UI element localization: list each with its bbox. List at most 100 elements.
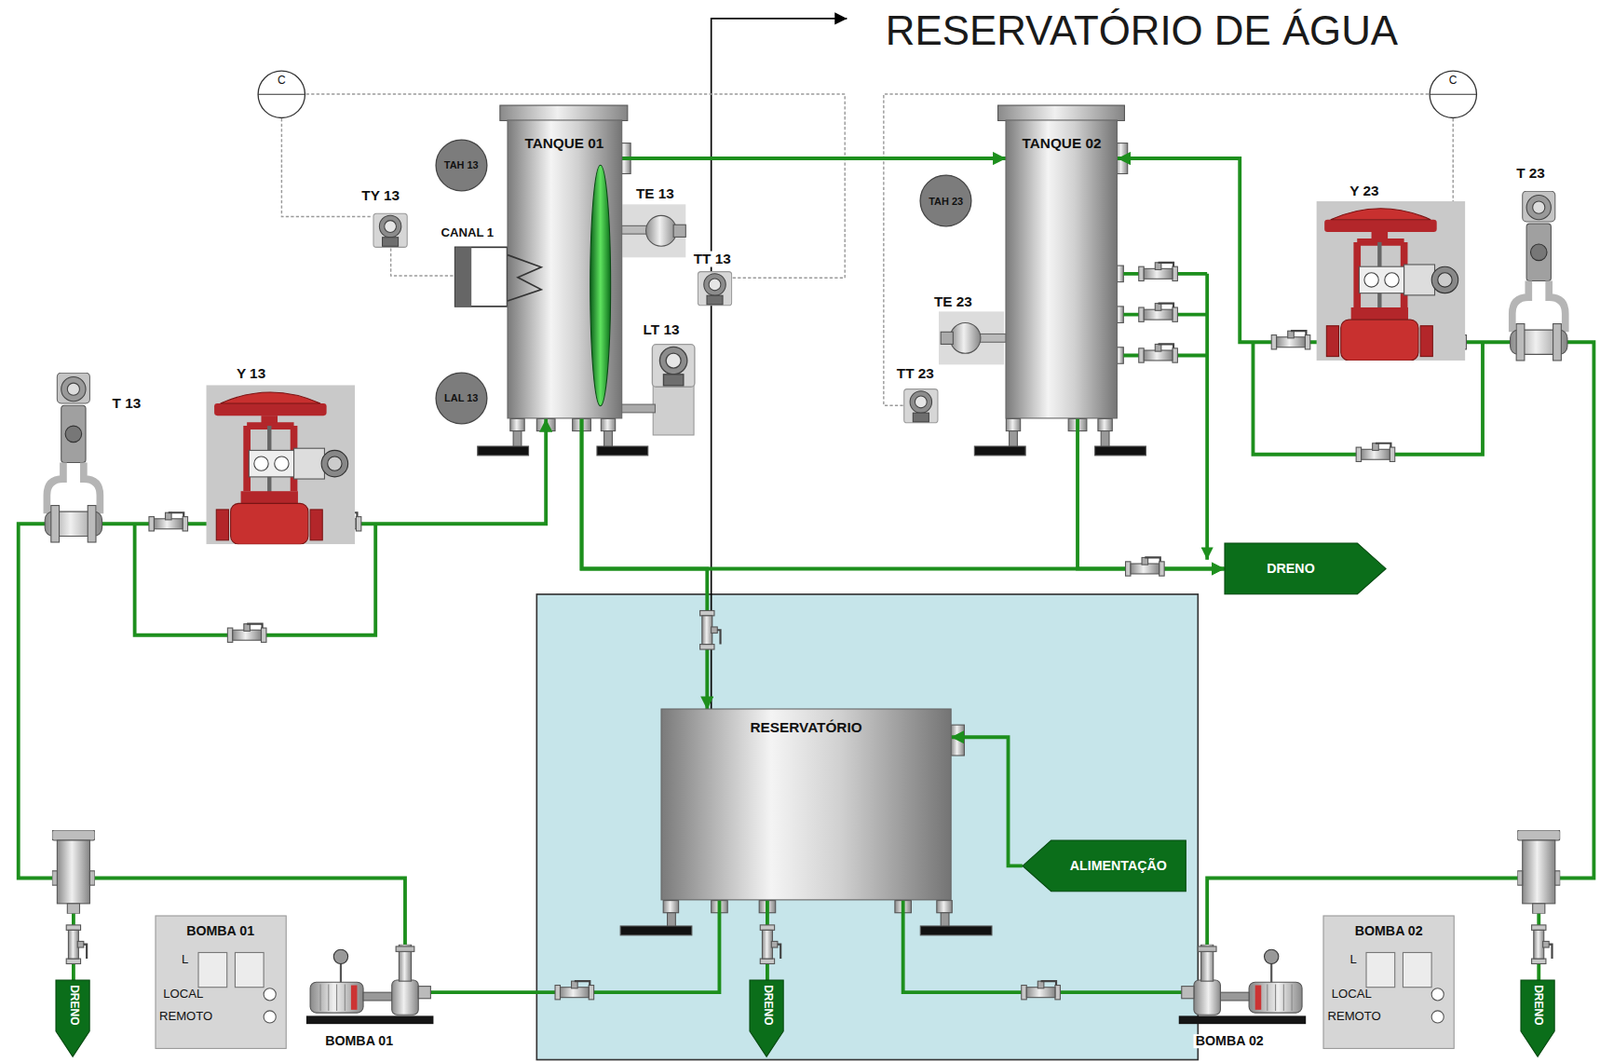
tank-fittings	[667, 912, 677, 927]
pipe-connector	[18, 418, 720, 992]
tank-fittings	[604, 431, 613, 448]
alarm-indicator-outline	[920, 175, 972, 227]
pump-control-panel-outline	[263, 988, 276, 1001]
tank-fittings	[510, 418, 525, 431]
tank-fittings	[1009, 431, 1018, 448]
water-return-line	[711, 18, 848, 715]
signal-lines	[281, 118, 373, 217]
tank-fittings	[620, 925, 692, 936]
strainers	[1517, 829, 1560, 914]
flow-tag-outline	[1520, 979, 1555, 1057]
pump-control-panel-outline	[263, 1010, 276, 1023]
controller-bubble-outline	[257, 93, 305, 95]
flow-tag: ALIMENTAÇÃO	[1022, 840, 1186, 892]
pipe-connector	[1077, 418, 1225, 569]
tank-fittings	[974, 446, 1026, 456]
temperature-elements	[620, 225, 647, 234]
node-text: TAH 23	[928, 195, 963, 208]
transmitters	[652, 383, 694, 435]
hand-valves	[700, 610, 721, 650]
flow-tag-outline	[55, 979, 90, 1057]
label-anchor: TY 13	[359, 188, 402, 204]
controller-bubble-outline	[1429, 93, 1477, 95]
control-valves	[205, 201, 1465, 544]
tank-fittings	[477, 446, 529, 456]
mode-label: REMOTO	[1323, 1004, 1454, 1028]
reservoir-tank: RESERVATÓRIO	[661, 708, 951, 900]
signal-lines	[281, 94, 1453, 406]
node-text: ALIMENTAÇÃO	[1070, 857, 1167, 873]
tank-vessel: TANQUE 02	[1005, 120, 1117, 419]
tank-fittings	[1100, 431, 1110, 448]
tank-fittings	[940, 912, 950, 927]
strainers	[52, 829, 95, 914]
flow-tag: DRENO	[1224, 542, 1386, 595]
switch-label: L	[1323, 941, 1454, 983]
node-text: TAH 13	[444, 159, 479, 172]
instrument-tag: TE 23	[932, 294, 975, 311]
hand-valves	[1138, 262, 1179, 282]
temperature-elements	[673, 224, 686, 237]
temperature-elements	[646, 215, 678, 246]
reservoir-area	[536, 594, 1198, 1060]
pump-control-panel-outline	[1431, 1010, 1444, 1023]
transmitters	[904, 389, 938, 423]
mode-label: LOCAL	[1323, 982, 1454, 1005]
node-text: DRENO	[1266, 560, 1315, 576]
flow-meters	[44, 190, 1568, 543]
transmitters	[697, 271, 732, 306]
controller-bubble: C	[257, 69, 307, 120]
hand-valves	[555, 980, 595, 1000]
controller-bubble: C	[1428, 69, 1478, 120]
tank-fittings	[1095, 446, 1147, 456]
alarm-indicator: TAH 23	[919, 174, 973, 228]
controller-bubble-outline	[1429, 70, 1477, 118]
tank-fittings	[936, 900, 952, 913]
label-anchor: CANAL 1	[438, 226, 496, 240]
panel-title: BOMBA 02	[1323, 921, 1454, 942]
alarm-indicator: LAL 13	[434, 371, 489, 425]
pump-control-panel: BOMBA 02LLOCALREMOTO	[1323, 915, 1454, 1048]
node-text: DRENO	[759, 984, 773, 1026]
hand-valves	[227, 623, 267, 643]
node-text: RESERVATÓRIO	[750, 718, 863, 736]
pumps	[1178, 944, 1306, 1024]
label-anchor: TT 13	[691, 251, 733, 268]
node-text: DRENO	[66, 984, 80, 1026]
pipe-group	[18, 158, 1595, 992]
heater	[455, 246, 508, 307]
pump-control-panel-outline	[198, 951, 228, 987]
hand-valves	[66, 262, 1552, 1000]
reservoir-tank-outline	[661, 708, 951, 900]
instrument-tag: TY 13	[359, 188, 402, 204]
label-anchor: TE 13	[634, 186, 677, 203]
tank-fittings	[500, 105, 628, 121]
tank-fittings	[596, 446, 649, 456]
node-text: DRENO	[1531, 984, 1545, 1026]
label-anchor: T 13	[110, 394, 144, 411]
pumps	[1178, 944, 1306, 1024]
hand-valves	[1271, 330, 1311, 350]
flow-tag: DRENO	[1520, 979, 1555, 1057]
label-anchor: TT 23	[894, 366, 936, 382]
pump-label: BOMBA 01	[323, 1033, 395, 1049]
tank-fittings	[920, 925, 992, 936]
node-text: C	[277, 74, 286, 88]
instrument-tag: Y 23	[1347, 182, 1381, 199]
instrument-tag: TE 13	[634, 186, 677, 203]
tank-fittings	[663, 900, 678, 913]
pipe-connector	[582, 418, 1225, 569]
diagram-title: RESERVATÓRIO DE ÁGUA	[883, 8, 1400, 54]
flow-meters	[1510, 190, 1568, 361]
instrument-tag: TT 13	[691, 251, 733, 268]
instrument-tag: T 23	[1514, 165, 1547, 182]
hand-valves	[1355, 443, 1396, 462]
tank-fittings	[513, 431, 522, 448]
hand-valves	[1021, 980, 1061, 1000]
pipe-connector	[582, 418, 708, 709]
node-text: TANQUE 02	[1022, 135, 1102, 152]
instrument-tag: T 13	[110, 394, 144, 411]
